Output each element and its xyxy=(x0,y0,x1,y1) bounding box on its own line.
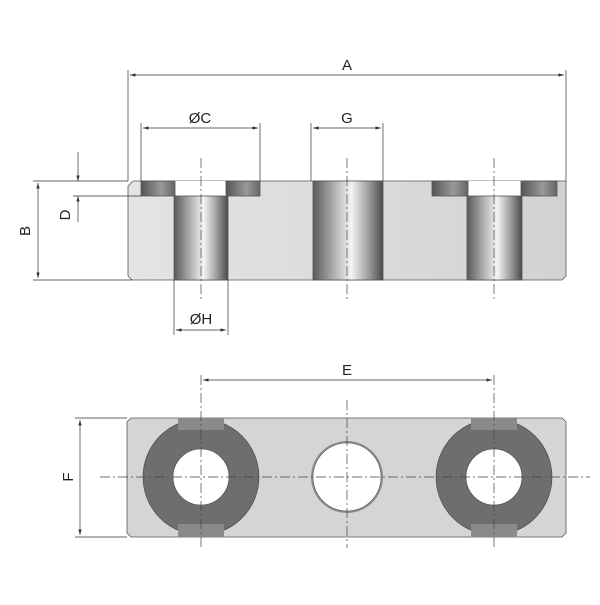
through-hole-right xyxy=(466,195,523,281)
dim-label-g: G xyxy=(341,110,353,127)
dim-label-h: ØH xyxy=(190,311,213,328)
dimension-lines-top xyxy=(75,378,492,538)
front-centerlines xyxy=(200,158,495,300)
ring-right xyxy=(435,418,553,537)
dim-label-e: E xyxy=(342,362,352,379)
dim-label-f: F xyxy=(60,472,77,481)
dim-label-b: B xyxy=(17,226,34,236)
center-hole xyxy=(312,180,384,281)
top-view xyxy=(126,417,567,538)
dim-label-c: ØC xyxy=(189,110,212,127)
dim-label-d: D xyxy=(57,209,74,220)
top-centerlines xyxy=(100,375,590,548)
dimension-lines-front xyxy=(33,70,567,335)
dim-label-a: A xyxy=(342,57,352,74)
ring-left xyxy=(142,418,260,537)
